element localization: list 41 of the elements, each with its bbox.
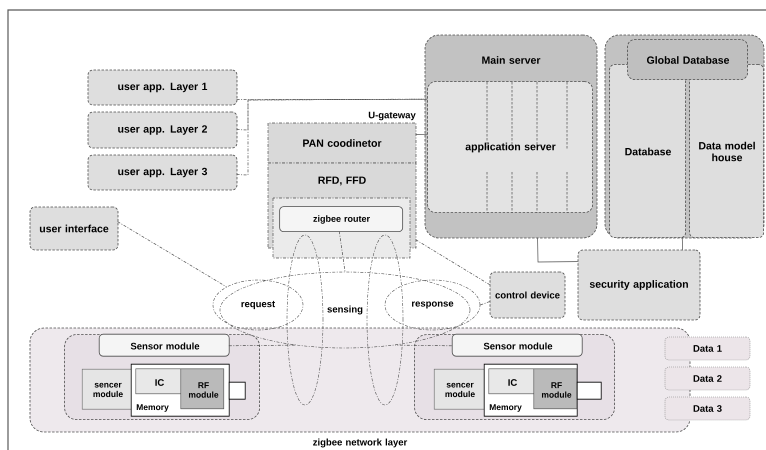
user-app-box: user app. Layer 2 xyxy=(88,112,238,148)
connector xyxy=(236,98,428,176)
sencer-module-box: sencer module xyxy=(82,368,132,410)
router-box: zigbee router xyxy=(279,206,404,232)
control-device-box: control device xyxy=(490,272,566,318)
signal-loop xyxy=(286,234,324,406)
data-box: Data 2 xyxy=(664,366,750,390)
connector xyxy=(228,344,296,346)
sensor-module-box: Sensor module xyxy=(98,334,230,357)
connector xyxy=(537,237,578,262)
user-app-box: user app. Layer 1 xyxy=(88,70,238,106)
connector xyxy=(480,301,490,306)
rf-module-box: RF module xyxy=(180,368,224,410)
node-label: zigbee network layer xyxy=(313,438,408,448)
ic-box: IC xyxy=(488,368,534,394)
port-box xyxy=(228,382,246,400)
signal-loop xyxy=(366,234,404,406)
connector xyxy=(338,230,346,272)
connector xyxy=(415,134,428,135)
global-database-box: Global Database xyxy=(627,39,748,80)
user-interface-box: user interface xyxy=(30,206,118,250)
database-box: Database xyxy=(609,64,686,238)
sensor-module-box: Sensor module xyxy=(452,334,583,357)
connector xyxy=(394,344,452,346)
data-box: Data 1 xyxy=(664,336,750,360)
rf-module-box: RF module xyxy=(534,368,578,410)
data-box: Data 3 xyxy=(664,396,750,420)
connector xyxy=(682,236,683,250)
data-model-house-box: Data model house xyxy=(689,64,764,238)
coordinator-box: PAN coodinetor xyxy=(268,122,416,164)
connector xyxy=(117,221,227,288)
ic-box: IC xyxy=(136,368,182,394)
user-app-box: user app. Layer 3 xyxy=(88,154,238,190)
port-box xyxy=(576,382,602,400)
connector xyxy=(415,239,490,285)
connector xyxy=(236,98,428,130)
gateway-label: U-gateway xyxy=(368,112,416,120)
application-server-box: application server xyxy=(427,81,593,214)
sencer-module-box: sencer module xyxy=(434,368,484,410)
security-application-box: security application xyxy=(578,250,700,320)
connector xyxy=(236,98,428,100)
